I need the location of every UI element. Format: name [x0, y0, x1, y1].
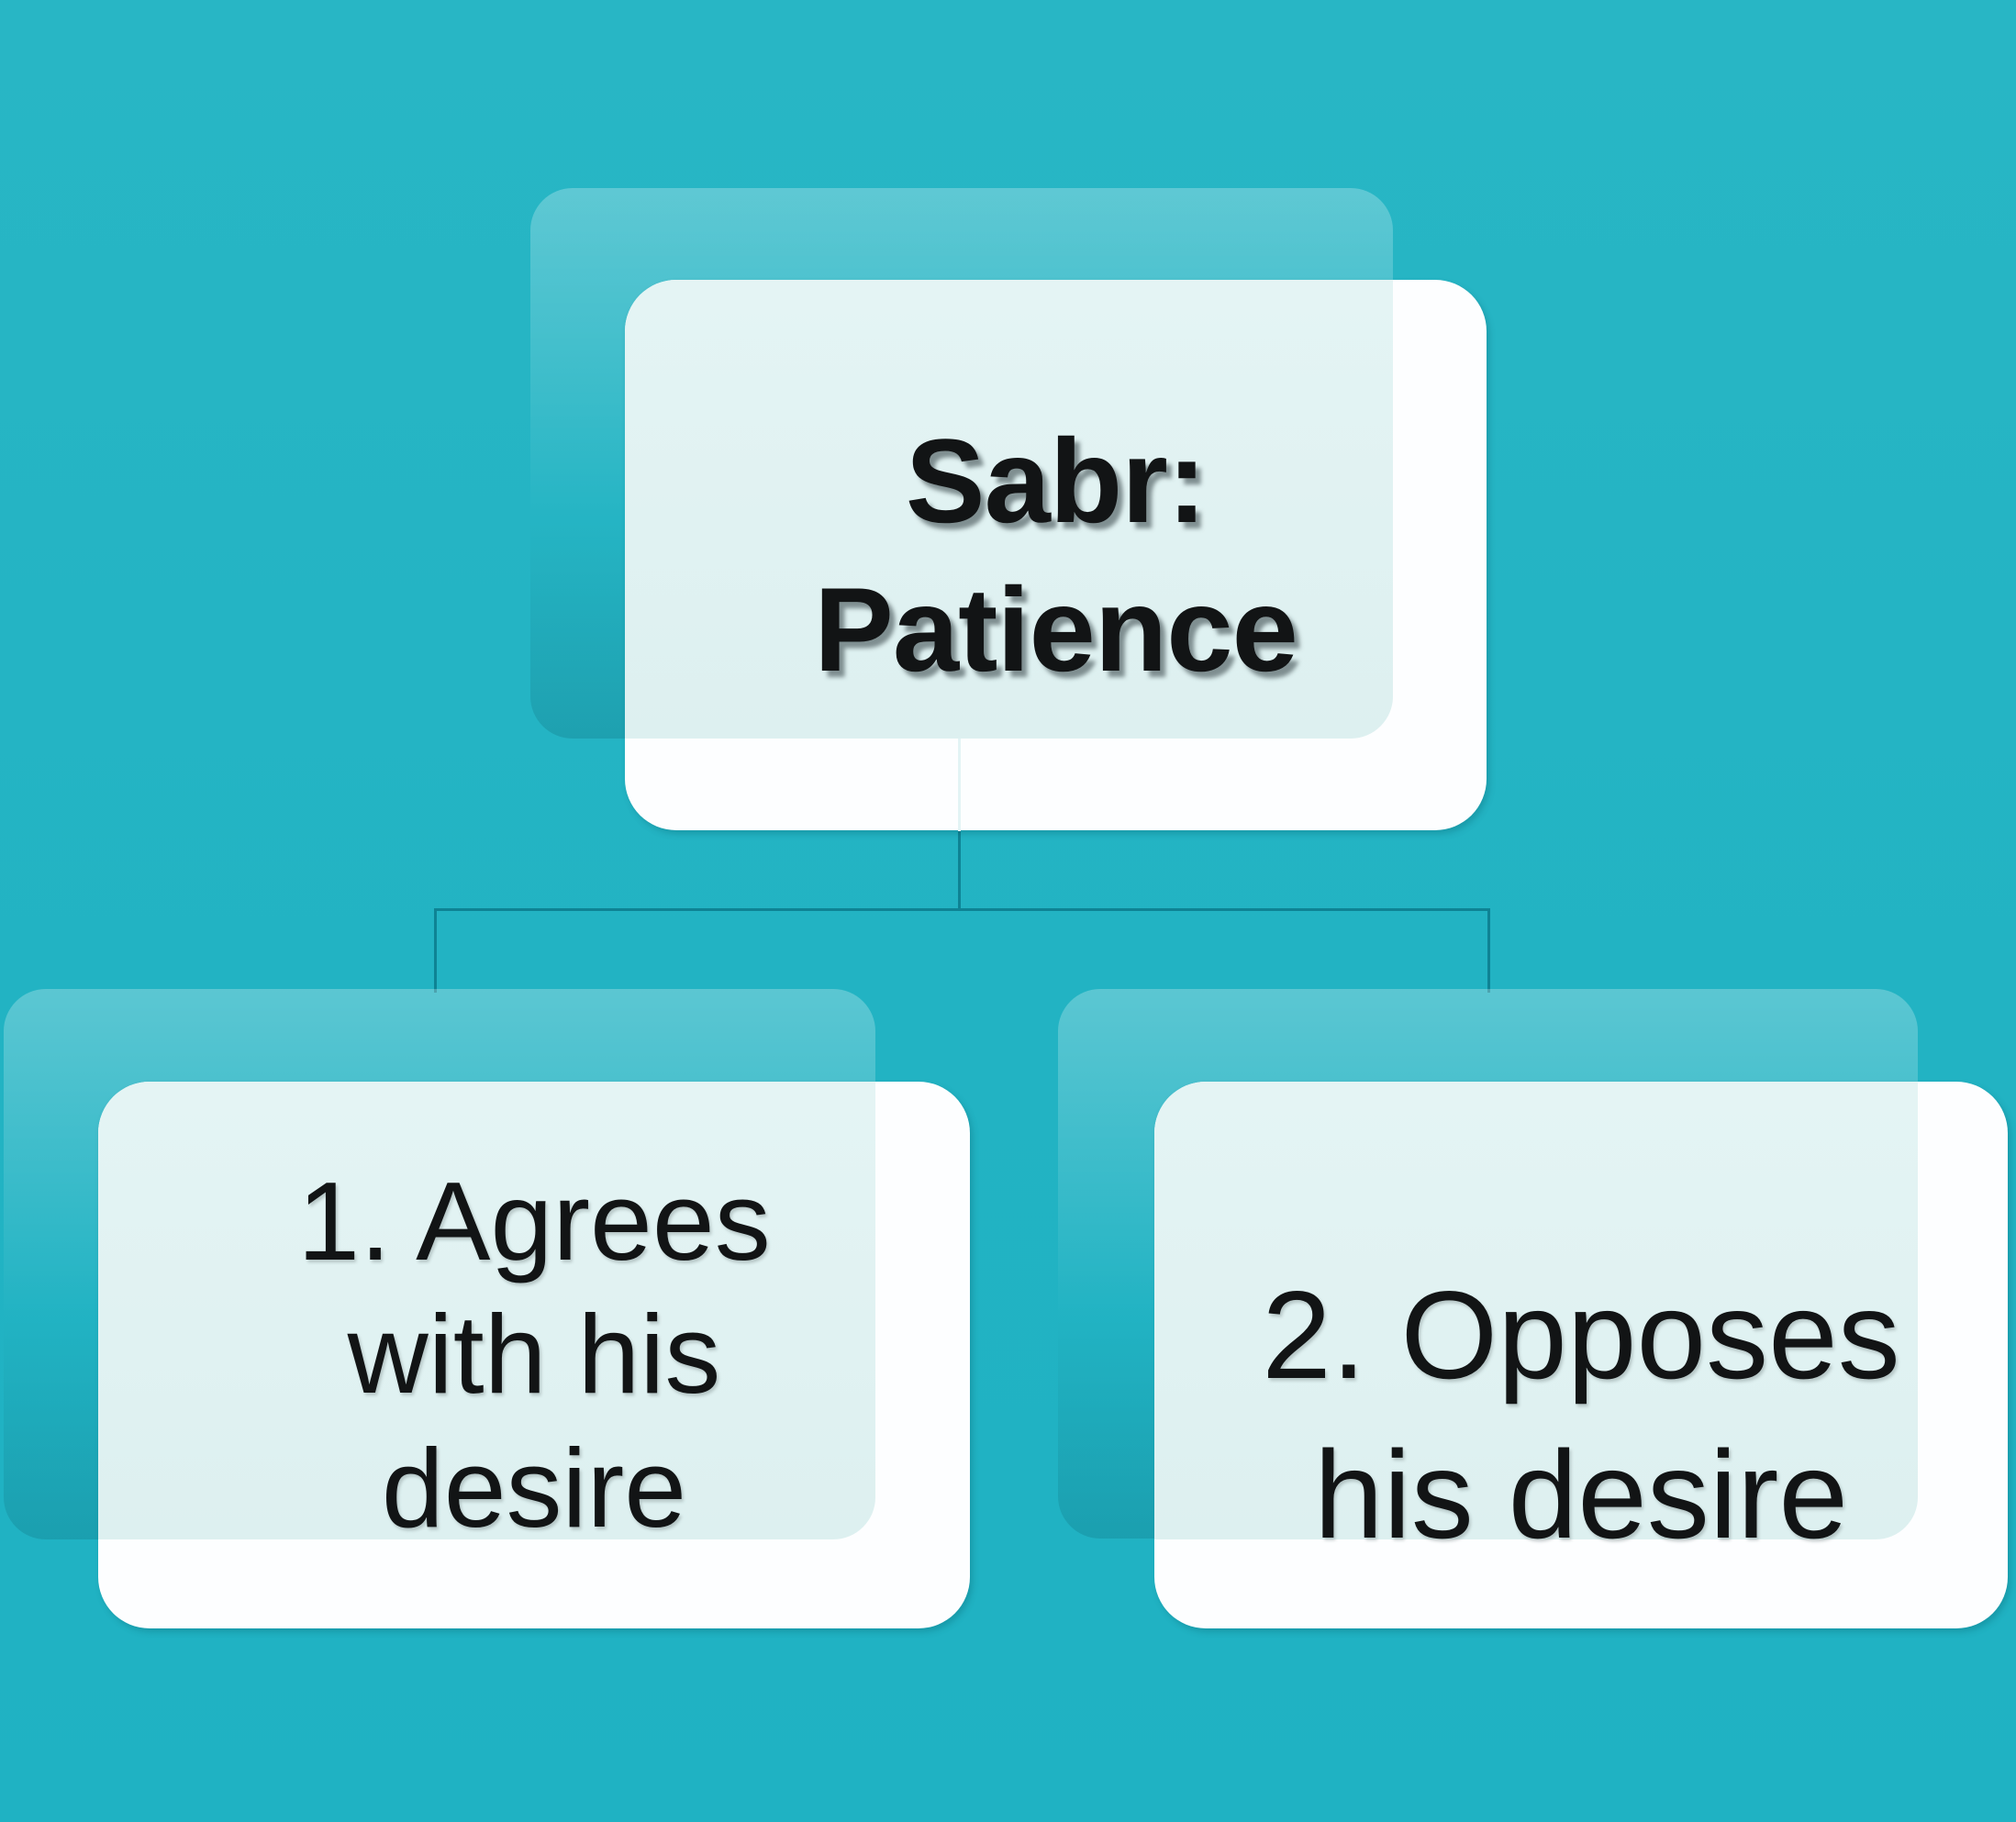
node-root-label: Sabr: Patience — [625, 280, 1487, 830]
connector-root-stem — [958, 828, 961, 910]
node-child-opposes: 2. Opposes his desire — [1058, 989, 2008, 1628]
node-child-opposes-label: 2. Opposes his desire — [1154, 1183, 2008, 1647]
connector-root-stub-faint — [958, 739, 961, 831]
node-child-agrees-tint — [98, 1082, 875, 1539]
node-child-agrees-line-2: with his — [347, 1292, 721, 1417]
node-root-line-1: Sabr: — [905, 413, 1207, 548]
node-child-agrees: 1. Agrees with his desire — [4, 989, 970, 1628]
connector-left-drop — [434, 908, 437, 993]
node-child-agrees-label: 1. Agrees with his desire — [98, 1082, 970, 1628]
node-root-line-2: Patience — [814, 562, 1298, 696]
node-root: Sabr: Patience — [530, 188, 1487, 831]
node-child-opposes-tint — [1154, 1082, 1918, 1539]
node-child-opposes-line-1: 2. Opposes — [1262, 1264, 1900, 1405]
connector-crossbar — [434, 908, 1490, 911]
node-child-agrees-line-1: 1. Agrees — [297, 1159, 771, 1284]
node-root-tint — [625, 280, 1393, 739]
connector-right-drop — [1487, 908, 1490, 993]
node-child-agrees-line-3: desire — [381, 1425, 687, 1550]
node-child-opposes-line-2: his desire — [1313, 1425, 1849, 1564]
